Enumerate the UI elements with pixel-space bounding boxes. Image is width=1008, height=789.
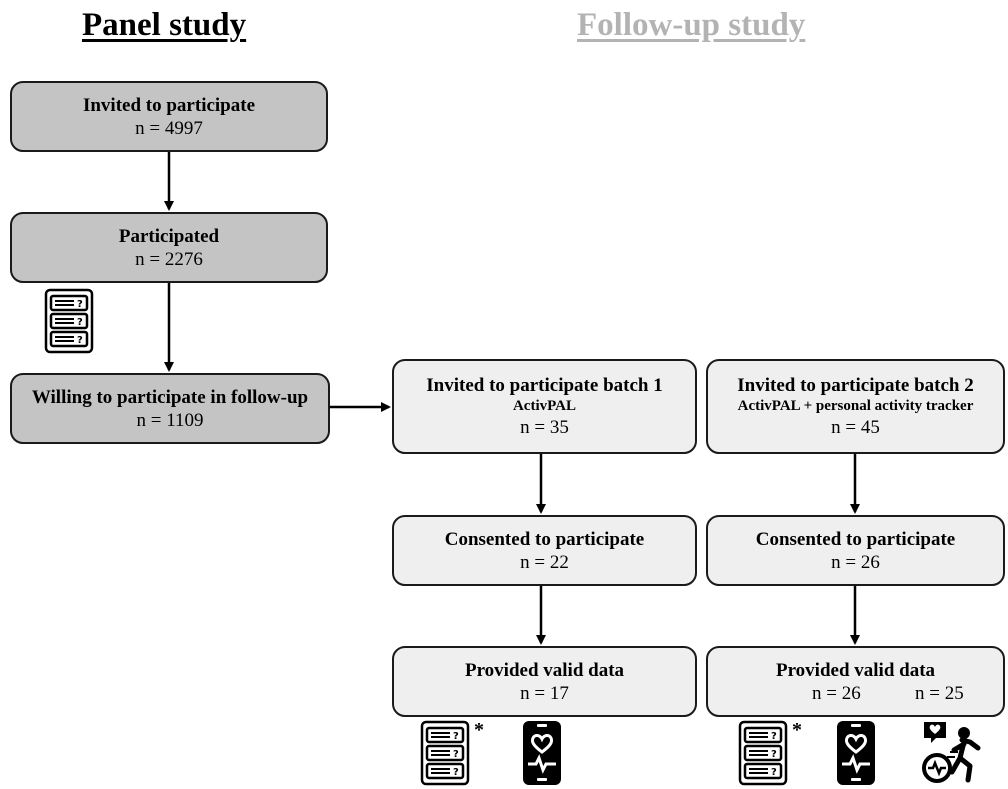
box-title: Invited to participate batch 1 bbox=[426, 375, 663, 396]
svg-text:?: ? bbox=[453, 749, 459, 760]
count-activpal: n = 26 bbox=[812, 682, 861, 704]
questionnaire-icon: ??? bbox=[420, 720, 470, 786]
box-count: n = 2276 bbox=[135, 248, 203, 270]
count-tracker: n = 25 bbox=[915, 682, 964, 704]
box-batch2-valid: Provided valid data n = 26 n = 25 bbox=[706, 646, 1005, 717]
box-title: Consented to participate bbox=[755, 528, 956, 550]
svg-text:?: ? bbox=[453, 767, 459, 778]
svg-text:?: ? bbox=[453, 731, 459, 742]
box-invited-to-participate: Invited to participate n = 4997 bbox=[10, 81, 328, 152]
box-title: Provided valid data bbox=[775, 659, 936, 681]
box-count: n = 4997 bbox=[135, 117, 203, 139]
box-participated: Participated n = 2276 bbox=[10, 212, 328, 283]
box-batch2-consented: Consented to participate n = 26 bbox=[706, 515, 1005, 586]
box-subtitle: ActivPAL + personal activity tracker bbox=[737, 398, 974, 414]
box-title: Invited to participate batch 2 bbox=[737, 375, 974, 396]
box-counts: n = 26 n = 25 bbox=[708, 682, 1003, 705]
activity-tracker-icon bbox=[922, 722, 981, 783]
box-subtitle: ActivPAL bbox=[512, 398, 577, 414]
box-count: n = 1109 bbox=[136, 409, 204, 431]
box-count: n = 26 bbox=[831, 551, 880, 573]
svg-text:?: ? bbox=[77, 335, 83, 346]
box-title: Participated bbox=[118, 225, 220, 247]
asterisk-batch1: * bbox=[474, 719, 484, 741]
box-title: Provided valid data bbox=[464, 659, 625, 681]
svg-text:?: ? bbox=[771, 767, 777, 778]
box-batch1-consented: Consented to participate n = 22 bbox=[392, 515, 697, 586]
panel-study-heading: Panel study bbox=[82, 7, 247, 43]
svg-text:?: ? bbox=[771, 749, 777, 760]
followup-study-heading: Follow-up study bbox=[577, 7, 806, 43]
box-batch1-invited: Invited to participate batch 1 ActivPAL … bbox=[392, 359, 697, 454]
box-batch2-invited: Invited to participate batch 2 ActivPAL … bbox=[706, 359, 1005, 454]
svg-text:?: ? bbox=[77, 317, 83, 328]
box-willing-followup: Willing to participate in follow-up n = … bbox=[10, 373, 330, 444]
activpal-device-icon bbox=[837, 721, 875, 785]
asterisk-batch2: * bbox=[792, 719, 802, 741]
questionnaire-icon: ??? bbox=[738, 720, 788, 786]
svg-text:?: ? bbox=[771, 731, 777, 742]
questionnaire-icon: ??? bbox=[44, 288, 94, 354]
box-count: n = 22 bbox=[520, 551, 569, 573]
box-count: n = 45 bbox=[831, 417, 880, 438]
box-batch1-valid: Provided valid data n = 17 bbox=[392, 646, 697, 717]
activpal-device-icon bbox=[523, 721, 561, 785]
box-title: Consented to participate bbox=[444, 528, 645, 550]
box-title: Willing to participate in follow-up bbox=[31, 386, 309, 408]
svg-text:?: ? bbox=[77, 299, 83, 310]
box-count: n = 17 bbox=[520, 682, 569, 704]
box-title: Invited to participate bbox=[82, 94, 256, 116]
box-count: n = 35 bbox=[520, 417, 569, 438]
